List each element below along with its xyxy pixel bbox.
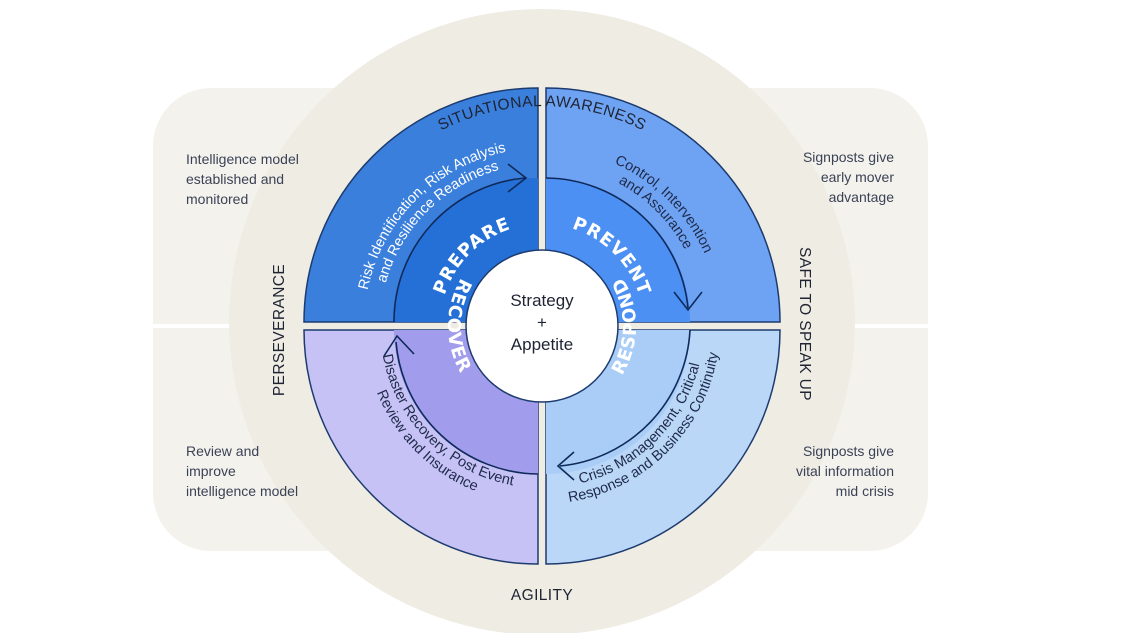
note-bottom-right: Signposts give vital information mid cri… — [796, 443, 894, 499]
note-bottom-left: Review and improve intelligence model — [186, 443, 298, 499]
arrow-icon — [673, 291, 703, 312]
arrow-icon — [556, 451, 575, 481]
note-line: Signposts give — [803, 149, 894, 165]
ring-label-bottom: AGILITY — [511, 587, 573, 604]
center-line-2: + — [537, 313, 547, 332]
note-line: established and — [186, 171, 284, 187]
arrow-icon — [383, 334, 415, 357]
note-line: monitored — [186, 191, 248, 207]
note-line: vital information — [796, 463, 894, 479]
center-line-1: Strategy — [510, 291, 574, 310]
center-circle — [465, 249, 619, 403]
ring-label-right: SAFE TO SPEAK UP — [796, 247, 813, 401]
note-line: Intelligence model — [186, 151, 299, 167]
note-line: intelligence model — [186, 483, 298, 499]
note-top-left: Intelligence model established and monit… — [186, 151, 299, 207]
note-line: Signposts give — [803, 443, 894, 459]
center-line-3: Appetite — [511, 335, 573, 354]
note-line: early mover — [821, 169, 894, 185]
arrow-icon — [507, 163, 528, 193]
note-top-right: Signposts give early mover advantage — [803, 149, 894, 205]
note-line: Review and — [186, 443, 259, 459]
note-line: advantage — [829, 189, 895, 205]
note-line: improve — [186, 463, 236, 479]
note-line: mid crisis — [836, 483, 894, 499]
ring-label-left: PERSEVERANCE — [271, 264, 288, 396]
